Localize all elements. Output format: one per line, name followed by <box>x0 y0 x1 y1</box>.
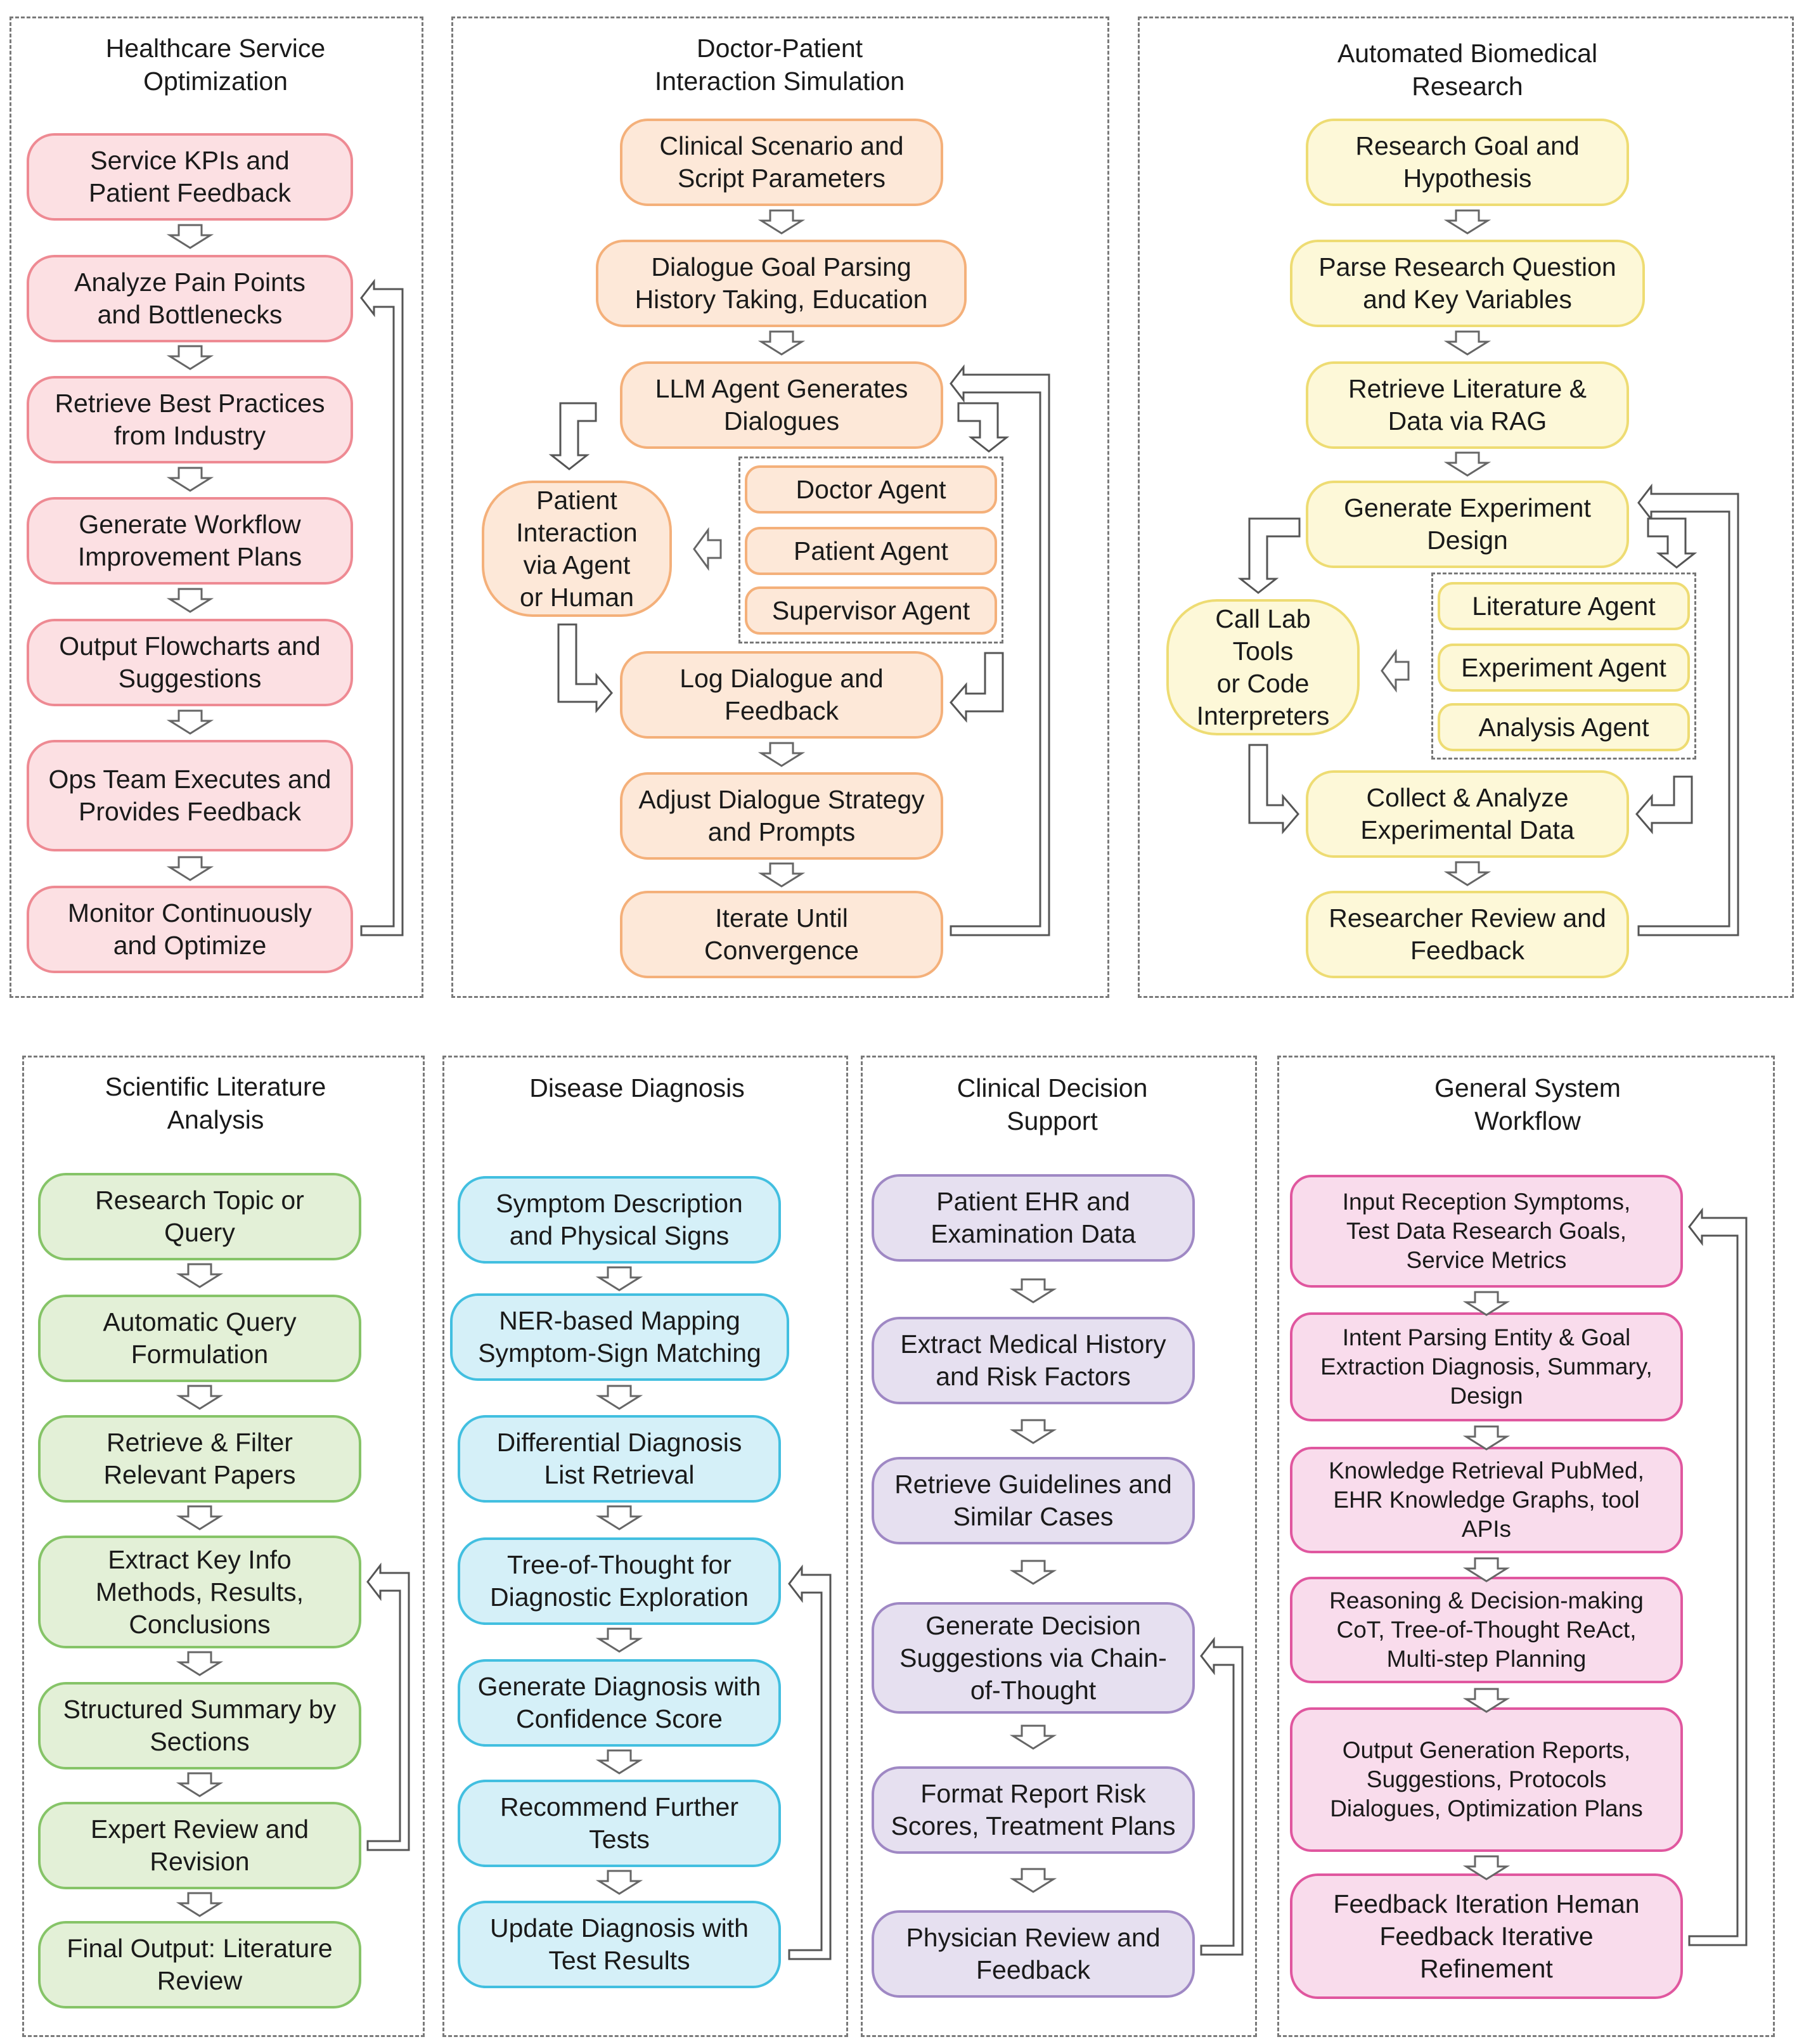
panel-clinical <box>861 1056 1257 2037</box>
panel-title-clinical: Clinical Decision Support <box>957 1073 1148 1135</box>
step-box: Generate Experiment Design <box>1306 481 1629 568</box>
step-box: Structured Summary by Sections <box>38 1682 361 1769</box>
step-box: Tree-of-Thought for Diagnostic Explorati… <box>458 1537 781 1625</box>
step-box: Expert Review and Revision <box>38 1802 361 1889</box>
panel-title-literature: Scientific Literature Analysis <box>105 1072 326 1134</box>
step-box: Format Report Risk Scores, Treatment Pla… <box>872 1766 1195 1854</box>
panel-dialogue <box>451 16 1109 998</box>
agent-box: Literature Agent <box>1438 582 1690 630</box>
step-box: Reasoning & Decision-making CoT, Tree-of… <box>1290 1577 1683 1683</box>
step-box: Automatic Query Formulation <box>38 1295 361 1382</box>
step-box: Output Generation Reports, Suggestions, … <box>1290 1707 1683 1852</box>
agent-box: Experiment Agent <box>1438 644 1690 692</box>
step-box: Retrieve Guidelines and Similar Cases <box>872 1457 1195 1544</box>
step-box: Research Topic or Query <box>38 1173 361 1260</box>
step-box: Generate Diagnosis with Confidence Score <box>458 1659 781 1747</box>
agent-box: Patient Agent <box>745 527 997 575</box>
step-box: Intent Parsing Entity & Goal Extraction … <box>1290 1312 1683 1421</box>
step-box: LLM Agent Generates Dialogues <box>620 361 943 449</box>
panel-title-healthcare: Healthcare Service Optimization <box>105 34 326 96</box>
side-box: Call Lab Tools or Code Interpreters <box>1166 599 1360 735</box>
step-box: Update Diagnosis with Test Results <box>458 1901 781 1988</box>
panel-healthcare <box>10 16 423 998</box>
step-box: Differential Diagnosis List Retrieval <box>458 1415 781 1503</box>
agent-box: Doctor Agent <box>745 465 997 514</box>
step-box: Collect & Analyze Experimental Data <box>1306 770 1629 858</box>
step-box: Generate Workflow Improvement Plans <box>27 497 353 585</box>
step-box: Retrieve & Filter Relevant Papers <box>38 1415 361 1503</box>
agent-box: Supervisor Agent <box>745 586 997 635</box>
step-box: Adjust Dialogue Strategy and Prompts <box>620 772 943 860</box>
step-box: Iterate Until Convergence <box>620 891 943 978</box>
step-box: Final Output: Literature Review <box>38 1921 361 2008</box>
step-box: Retrieve Literature & Data via RAG <box>1306 361 1629 449</box>
panel-literature <box>22 1056 425 2037</box>
step-box: Input Reception Symptoms, Test Data Rese… <box>1290 1175 1683 1288</box>
step-box: Ops Team Executes and Provides Feedback <box>27 740 353 851</box>
step-box: Research Goal and Hypothesis <box>1306 119 1629 206</box>
panel-title-diagnosis: Disease Diagnosis <box>529 1073 745 1103</box>
step-box: Extract Key Info Methods, Results, Concl… <box>38 1536 361 1648</box>
step-box: Clinical Scenario and Script Parameters <box>620 119 943 206</box>
step-box: Researcher Review and Feedback <box>1306 891 1629 978</box>
step-box: Retrieve Best Practices from Industry <box>27 376 353 463</box>
step-box: Patient EHR and Examination Data <box>872 1174 1195 1262</box>
panel-title-dialogue: Doctor-Patient Interaction Simulation <box>654 34 905 96</box>
step-box: Service KPIs and Patient Feedback <box>27 133 353 221</box>
step-box: Analyze Pain Points and Bottlenecks <box>27 255 353 342</box>
step-box: Physician Review and Feedback <box>872 1910 1195 1998</box>
step-box: Generate Decision Suggestions via Chain-… <box>872 1602 1195 1714</box>
step-box: Parse Research Question and Key Variable… <box>1290 240 1645 327</box>
panel-title-general: General System Workflow <box>1434 1073 1621 1135</box>
panel-title-research: Automated Biomedical Research <box>1337 39 1598 101</box>
step-box: NER-based Mapping Symptom-Sign Matching <box>450 1293 789 1381</box>
step-box: Log Dialogue and Feedback <box>620 651 943 739</box>
step-box: Symptom Description and Physical Signs <box>458 1176 781 1264</box>
step-box: Dialogue Goal Parsing History Taking, Ed… <box>596 240 967 327</box>
side-box: Patient Interaction via Agent or Human <box>482 481 672 617</box>
panel-diagnosis <box>442 1056 848 2037</box>
step-box: Recommend Further Tests <box>458 1780 781 1867</box>
step-box: Output Flowcharts and Suggestions <box>27 619 353 706</box>
step-box: Extract Medical History and Risk Factors <box>872 1317 1195 1404</box>
step-box: Feedback Iteration Heman Feedback Iterat… <box>1290 1873 1683 1999</box>
step-box: Knowledge Retrieval PubMed, EHR Knowledg… <box>1290 1447 1683 1553</box>
agent-box: Analysis Agent <box>1438 703 1690 751</box>
step-box: Monitor Continuously and Optimize <box>27 886 353 973</box>
panel-general <box>1277 1056 1775 2037</box>
panel-research <box>1138 16 1794 998</box>
